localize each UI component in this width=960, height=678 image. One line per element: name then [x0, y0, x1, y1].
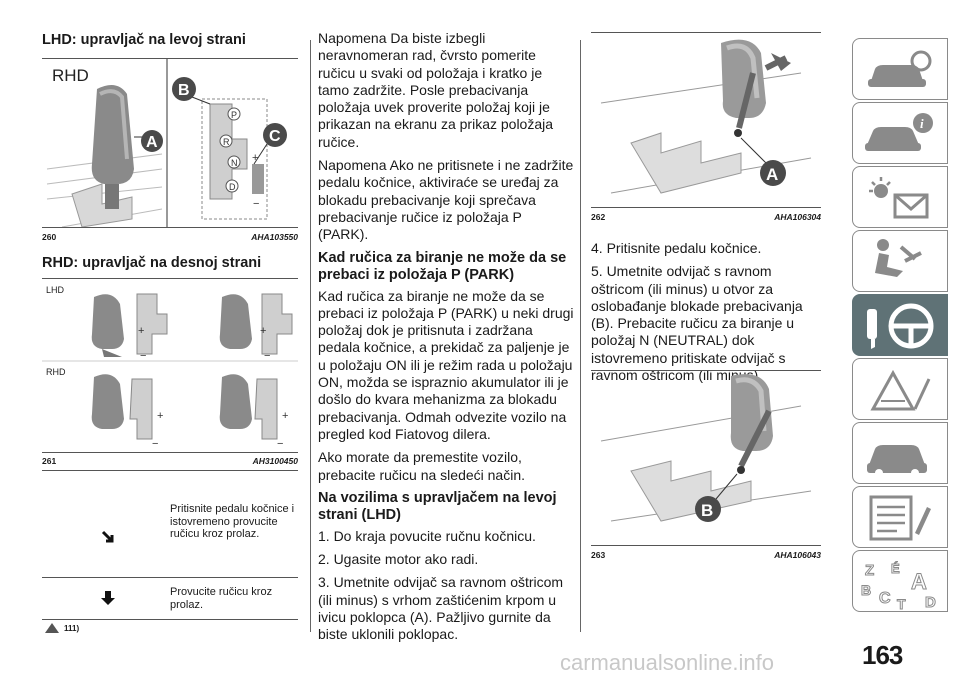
warning-reference: 111)	[44, 622, 79, 634]
svg-text:+: +	[138, 325, 144, 337]
airbag-seat-icon	[875, 239, 922, 277]
label-lhd-small: LHD	[46, 285, 65, 295]
figure-261: LHD RHD + − + − + − +	[42, 278, 298, 453]
paragraph: Kad ručica za biranje ne može da se preb…	[318, 287, 574, 442]
shift-lock-release-illustration: B	[600, 374, 812, 522]
svg-text:T: T	[897, 596, 906, 612]
car-dashboard-icon	[868, 50, 932, 87]
heading-lhd-vehicles: Na vozilima s upravljačem na levoj stran…	[318, 489, 557, 523]
caption-261: 261 AH3100450	[42, 456, 298, 466]
callout-b-label: B	[178, 82, 190, 99]
caption-260: 260 AHA103550	[42, 232, 298, 242]
step-item: 4. Pritisnite pedalu kočnice.	[591, 240, 762, 256]
step-item: 2. Ugasite motor ako radi.	[318, 551, 479, 568]
tab-dashboard[interactable]	[852, 38, 948, 100]
label-rhd: RHD	[52, 66, 89, 85]
index-letters-icon: Z É A B C T D	[861, 561, 937, 613]
warning-lights-icon	[869, 177, 929, 219]
key-steering-wheel-icon	[867, 303, 934, 349]
gear-r: R	[223, 137, 230, 147]
svg-text:−: −	[277, 438, 283, 450]
figure-262: A	[591, 32, 821, 208]
heading-lhd: LHD: upravljač na levoj strani	[42, 32, 246, 48]
tab-starting-driving[interactable]	[852, 294, 948, 356]
cover-removal-illustration: A	[600, 39, 812, 194]
diagonal-arrow-icon	[101, 530, 114, 543]
svg-text:i: i	[920, 116, 924, 131]
gear-shifter-lhd-rhd-illustration: LHD RHD + − + − + − +	[42, 285, 298, 450]
car-service-icon	[867, 445, 927, 477]
tab-car-info[interactable]: i	[852, 102, 948, 164]
svg-text:A: A	[911, 569, 927, 594]
svg-text:+: +	[252, 152, 258, 164]
figure-263: B	[591, 370, 821, 546]
down-arrow-icon	[101, 591, 115, 605]
car-info-icon: i	[865, 113, 933, 151]
gear-shifter-rhd-illustration: RHD A P R N D + − B	[46, 59, 287, 228]
svg-text:+: +	[260, 325, 266, 337]
tab-service[interactable]	[852, 422, 948, 484]
svg-text:B: B	[861, 582, 871, 598]
column-divider	[310, 40, 311, 632]
tab-emergency[interactable]	[852, 358, 948, 420]
tab-warning-lights[interactable]	[852, 166, 948, 228]
callout-a-label-262: A	[766, 165, 778, 184]
column-right-text: 4. Pritisnite pedalu kočnice. 5. Umetnit…	[591, 240, 821, 390]
gear-n: N	[231, 158, 238, 168]
caption-263: 263 AHA106043	[591, 550, 821, 560]
step-item: 5. Umetnite odvijač s ravnom oštricom (i…	[591, 263, 803, 384]
warning-triangle-icon	[45, 623, 59, 633]
tab-index[interactable]: Z É A B C T D	[852, 550, 948, 613]
table-cell-text: Pritisnite pedalu kočnice i istovremeno …	[170, 503, 295, 540]
svg-text:−: −	[152, 438, 158, 450]
table-cell-text: Provucite ručicu kroz prolaz.	[170, 586, 273, 611]
gear-d: D	[229, 182, 236, 192]
watermark: carmanualsonline.info	[560, 650, 775, 675]
figure-260: RHD A P R N D + − B	[42, 58, 298, 228]
paragraph: Ako morate da premestite vozilo, prebaci…	[318, 449, 526, 483]
svg-text:−: −	[264, 350, 270, 362]
caption-262: 262 AHA106304	[591, 212, 821, 222]
table-row: Provucite ručicu kroz prolaz.	[42, 578, 298, 620]
callout-b-label-263: B	[701, 501, 713, 520]
svg-text:+: +	[157, 410, 163, 422]
technical-data-icon	[869, 495, 931, 541]
svg-text:C: C	[879, 590, 891, 607]
svg-text:É: É	[891, 561, 900, 576]
callout-a-label: A	[146, 134, 158, 151]
note-paragraph: Napomena Ako ne pritisnete i ne zadržite…	[318, 157, 574, 243]
road-emergency-icon	[870, 369, 931, 411]
svg-text:+: +	[282, 410, 288, 422]
gear-p: P	[231, 110, 237, 120]
heading-park: Kad ručica za biranje ne može da se preb…	[318, 249, 567, 283]
svg-text:D: D	[925, 594, 936, 611]
label-rhd-small: RHD	[46, 367, 66, 377]
table-row: Pritisnite pedalu kočnice i istovremeno …	[42, 470, 298, 578]
step-item: 3. Umetnite odvijač sa ravnom oštricom (…	[318, 574, 564, 643]
svg-text:−: −	[253, 198, 259, 210]
svg-text:Z: Z	[865, 562, 874, 579]
tab-technical-data[interactable]	[852, 486, 948, 548]
note-paragraph: Napomena Da biste izbegli neravnomeran r…	[318, 30, 554, 150]
step-item: 1. Do kraja povucite ručnu kočnicu.	[318, 527, 536, 544]
column-divider	[580, 40, 581, 632]
tab-safety[interactable]	[852, 230, 948, 292]
column-middle: Napomena Da biste izbegli neravnomeran r…	[318, 30, 574, 650]
svg-text:−: −	[140, 350, 146, 362]
heading-rhd: RHD: upravljač na desnoj strani	[42, 255, 262, 271]
page-number: 163	[862, 640, 903, 670]
callout-c-label: C	[269, 128, 281, 145]
